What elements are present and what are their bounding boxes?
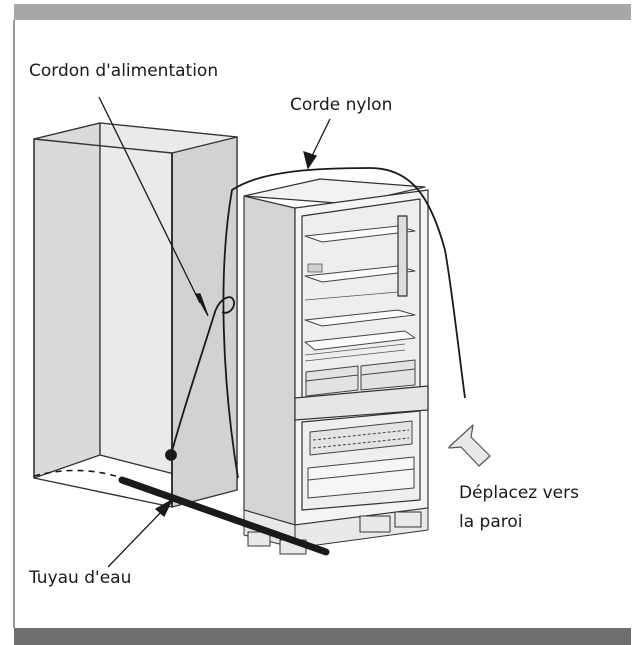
water-pipe-hidden-dashed xyxy=(33,469,123,479)
fridge-divider xyxy=(294,385,429,421)
water-pipe-leader xyxy=(107,507,166,568)
bottom-bar xyxy=(14,628,631,645)
nylon-rope xyxy=(222,167,466,479)
refrigerator xyxy=(243,178,429,555)
cabinet-left-side xyxy=(33,122,101,479)
fridge-top xyxy=(243,178,426,205)
top-bar xyxy=(14,4,631,20)
cabinet xyxy=(33,122,238,508)
power-cord-leader xyxy=(98,96,201,304)
nylon-rope-leader xyxy=(309,118,331,161)
fridge-drawers xyxy=(305,359,416,397)
nylon-rope-label: Corde nylon xyxy=(290,95,393,115)
water-pipe xyxy=(118,476,330,556)
fridge-door-bar xyxy=(397,215,408,297)
fridge-freezer-baskets xyxy=(307,420,415,499)
power-cord-plug xyxy=(165,449,177,461)
fridge-upper-details xyxy=(304,263,406,362)
water-pipe-label: Tuyau d'eau xyxy=(29,568,132,588)
power-cord xyxy=(165,296,235,461)
move-to-wall-label-line2: la paroi xyxy=(459,512,523,532)
fridge-base xyxy=(243,507,429,555)
leader-arrows xyxy=(98,96,331,568)
power-cord-label: Cordon d'alimentation xyxy=(29,61,219,81)
fridge-shelves xyxy=(304,225,416,351)
move-to-wall-label-line1: Déplacez vers xyxy=(459,483,579,503)
move-direction-arrow xyxy=(448,424,491,467)
cabinet-right-wall xyxy=(171,136,238,508)
fridge-left-side xyxy=(243,195,296,526)
